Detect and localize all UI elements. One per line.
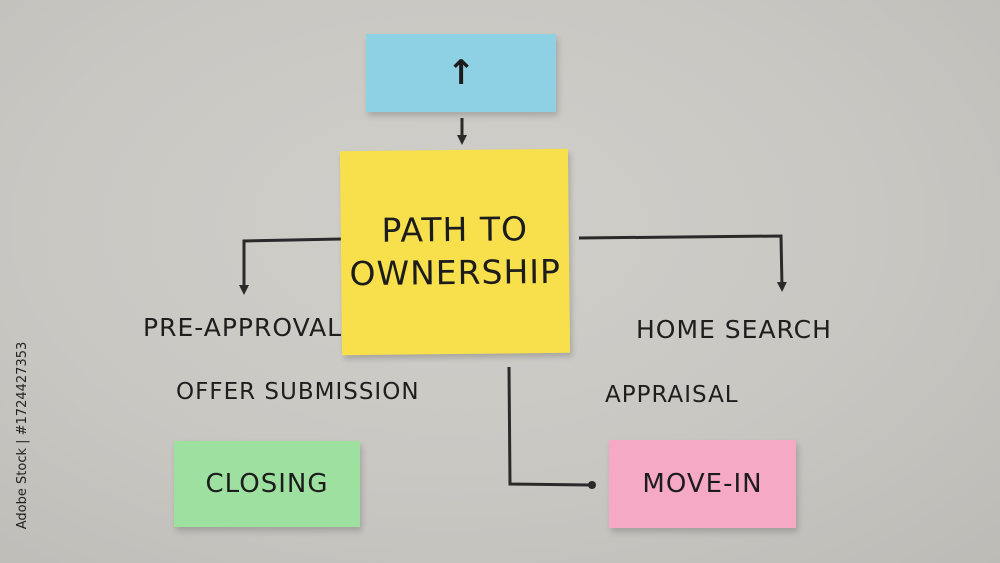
stock-id-text: Adobe Stock | #1724427353 (15, 341, 31, 529)
center-note-line-2: OWNERSHIP (349, 251, 562, 294)
center-sticky-note: PATH TO OWNERSHIP (339, 148, 571, 356)
top-sticky-note: ↑ (366, 34, 556, 112)
appraisal-label: APPRAISAL (605, 382, 739, 408)
move-in-sticky-note: MOVE-IN (609, 440, 796, 528)
connector-to-move-in (507, 366, 591, 487)
closing-label: CLOSING (205, 469, 329, 499)
connector-to-preapproval (239, 237, 342, 295)
center-note-line-1: PATH TO (381, 209, 529, 250)
pre-approval-label: PRE-APPROVAL (143, 313, 343, 342)
move-in-label: MOVE-IN (642, 469, 763, 499)
stock-id-watermark: Adobe Stock | #1724427353 (11, 320, 35, 550)
arrow-up-icon: ↑ (446, 53, 476, 93)
closing-sticky-note: CLOSING (174, 441, 360, 527)
offer-submission-label: OFFER SUBMISSION (176, 379, 420, 405)
connector-end-dot (588, 481, 596, 489)
home-search-label: HOME SEARCH (636, 315, 832, 344)
connector-to-home-search (578, 234, 787, 292)
